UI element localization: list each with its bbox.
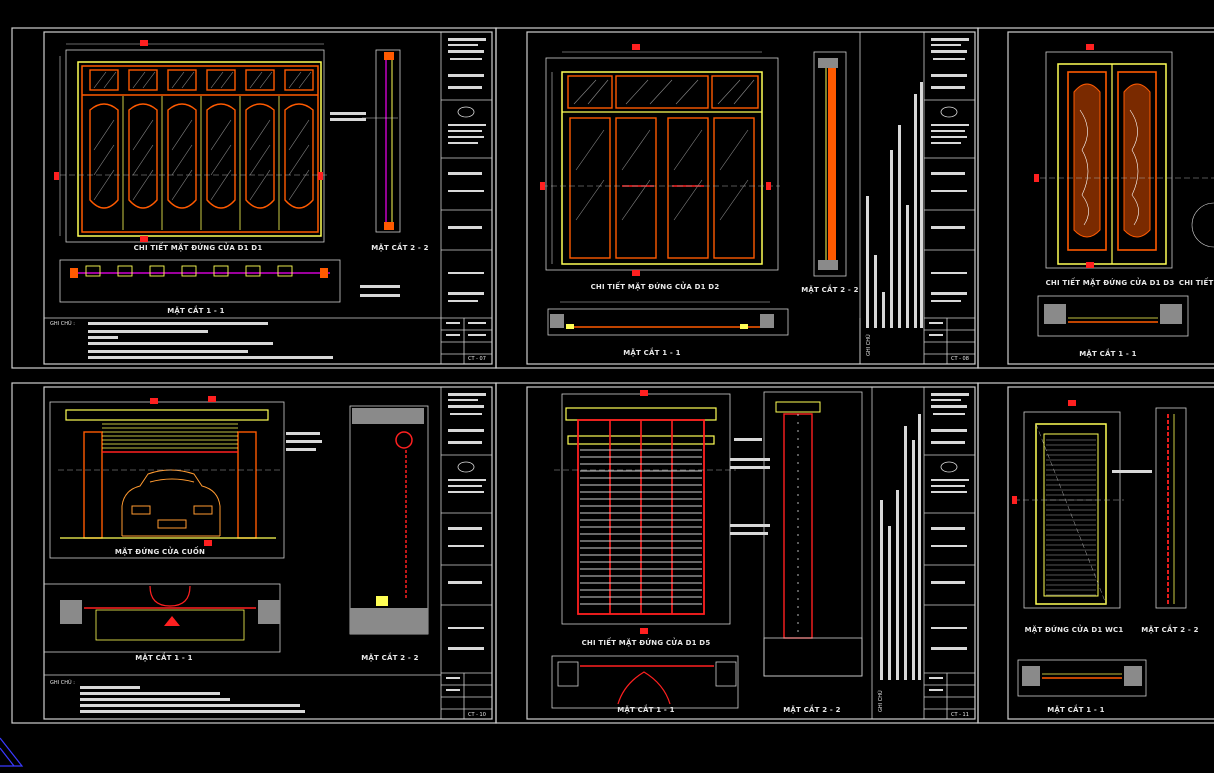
sheet2-section-1-1	[547, 301, 789, 336]
label-s4-section-a: MẶT CẮT 1 - 1	[135, 652, 192, 662]
sheet2-bar-graphic	[866, 82, 923, 328]
sheet-borders	[11, 27, 1214, 724]
sheet2-door-elevation	[540, 44, 780, 276]
car-icon	[121, 469, 221, 537]
sheet6-section-1-1	[1017, 659, 1147, 697]
label-s2-notes: GHI CHÚ	[865, 334, 872, 356]
sheet4-shutter-elevation	[49, 396, 322, 559]
notes-text	[80, 322, 333, 713]
drawing-labels: CHI TIẾT MẶT ĐỨNG CỬA D1 D1 MẶT CẮT 1 - …	[50, 242, 1214, 718]
sheet3-door-elevation	[1034, 44, 1214, 269]
label-s5-section-a: MẶT CẮT 1 - 1	[617, 704, 674, 714]
label-s6-section-a: MẶT CẮT 1 - 1	[1047, 704, 1104, 714]
label-s4-notes: GHI CHÚ :	[50, 679, 75, 686]
label-s3-elevation: CHI TIẾT MẶT ĐỨNG CỬA D1 D3	[1046, 277, 1175, 287]
label-s5-notes: GHI CHÚ	[877, 690, 884, 712]
sheet2-section-2-2	[813, 51, 847, 277]
title-block-text	[446, 38, 969, 691]
sheet5-door-elevation	[554, 390, 770, 634]
sheet1-door-elevation	[54, 40, 330, 243]
label-s5-elevation: CHI TIẾT MẶT ĐỨNG CỬA D1 D5	[582, 637, 711, 647]
sheet5-section-1-1	[551, 655, 739, 709]
title-blocks	[44, 31, 976, 720]
sheet4-section-2-2	[349, 405, 429, 635]
label-s2-elevation: CHI TIẾT MẶT ĐỨNG CỬA D1 D2	[591, 281, 720, 291]
label-s3-section-b: CHI TIẾT 1	[1179, 277, 1214, 287]
sheet1-section-2-2	[330, 49, 401, 233]
label-s1-section-b: MẶT CẮT 2 - 2	[371, 242, 428, 252]
label-s2-code: CT - 08	[951, 356, 969, 362]
label-s3-section-a: MẶT CẮT 1 - 1	[1079, 348, 1136, 358]
sheet6-door-elevation	[1012, 400, 1152, 609]
label-s1-code: CT - 07	[468, 356, 486, 362]
label-s1-notes: GHI CHÚ :	[50, 320, 75, 327]
wc-louver-slats	[1046, 439, 1096, 596]
company-logo-icon	[457, 106, 958, 473]
label-s2-section-a: MẶT CẮT 1 - 1	[623, 347, 680, 357]
sheet5-bar-graphic	[880, 414, 921, 680]
label-s5-code: CT - 11	[951, 712, 969, 718]
sheet5-section-2-2	[763, 391, 863, 677]
label-s2-section-b: MẶT CẮT 2 - 2	[801, 284, 858, 294]
label-s1-section-a: MẶT CẮT 1 - 1	[167, 305, 224, 315]
sheet6-section-2-2	[1155, 407, 1187, 609]
sheet1-section-1-1	[59, 259, 400, 303]
louver-slats	[580, 449, 702, 605]
ucs-icon[interactable]	[0, 737, 24, 767]
label-s4-code: CT - 10	[468, 712, 486, 718]
sheet4-section-1-1	[43, 583, 281, 653]
label-s6-elevation: MẶT ĐỨNG CỬA D1 WC1	[1025, 624, 1124, 634]
label-s1-elevation: CHI TIẾT MẶT ĐỨNG CỬA D1 D1	[134, 242, 263, 252]
label-s5-section-b: MẶT CẮT 2 - 2	[783, 704, 840, 714]
label-s6-section-b: MẶT CẮT 2 - 2	[1141, 624, 1198, 634]
label-s4-elevation: MẶT ĐỨNG CỬA CUỐN	[115, 546, 205, 556]
label-s4-section-b: MẶT CẮT 2 - 2	[361, 652, 418, 662]
sheet3-section-1-1	[1037, 295, 1189, 337]
